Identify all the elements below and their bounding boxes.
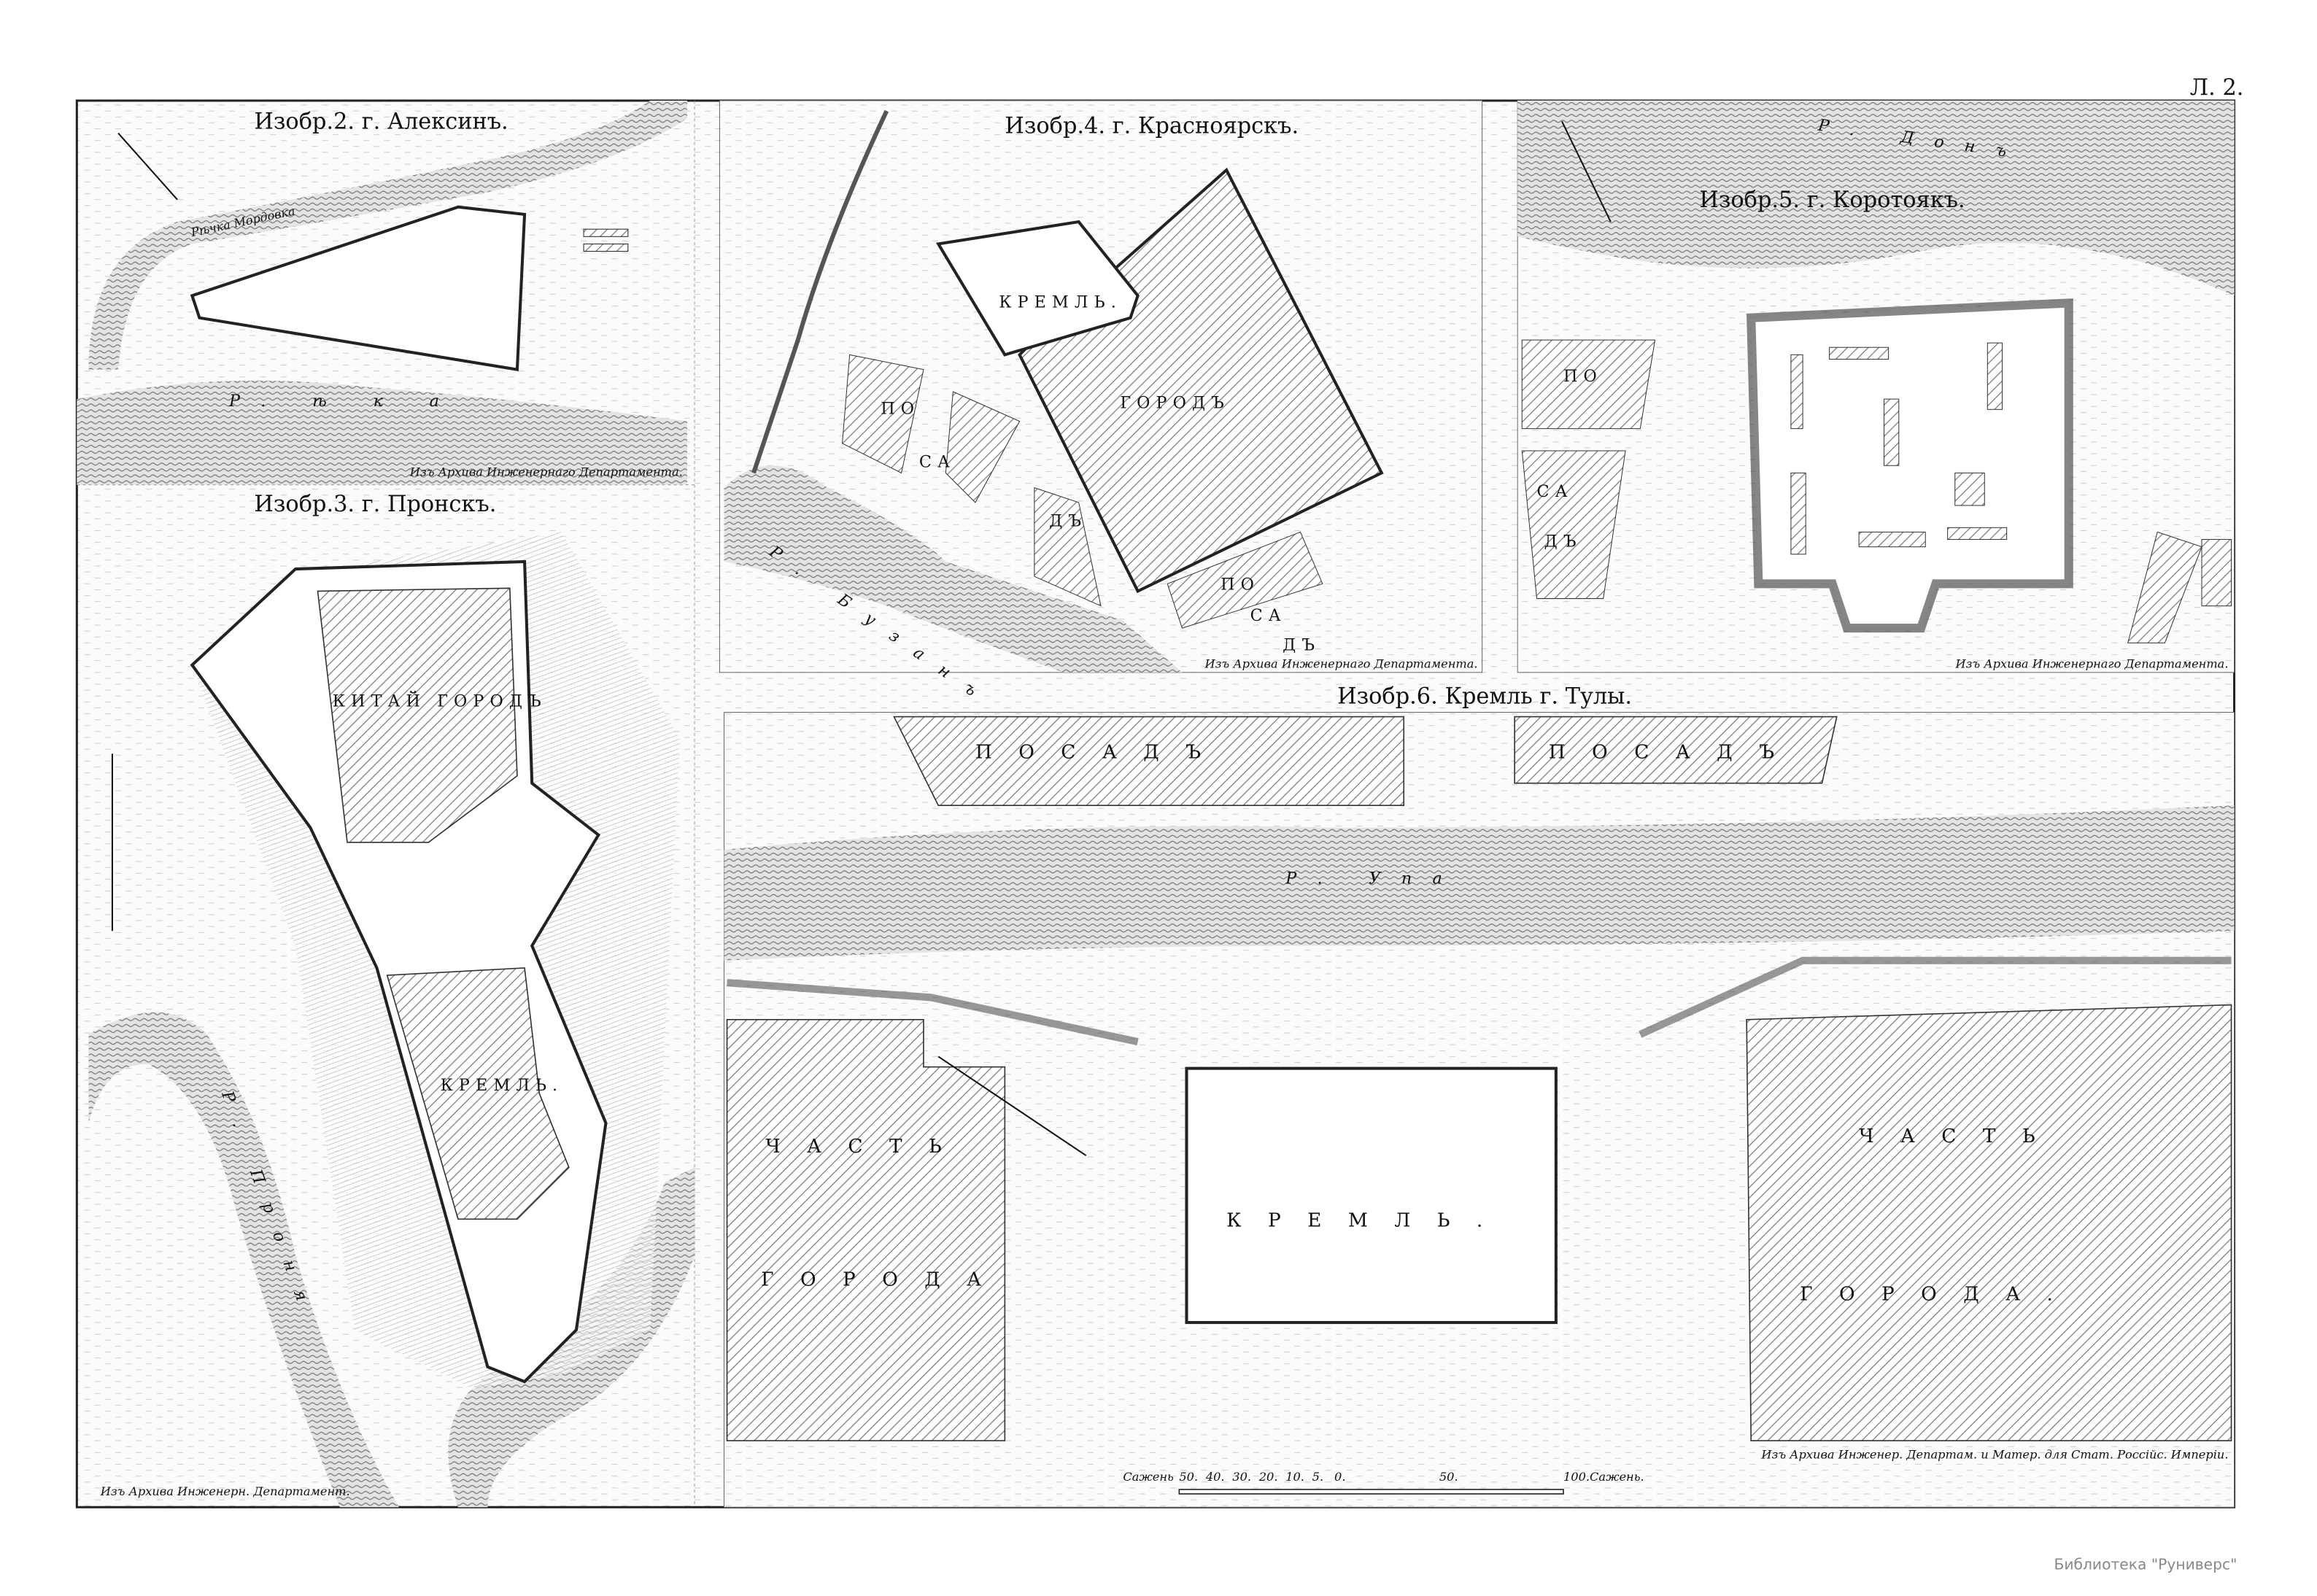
pronsk-kremlin: [386, 967, 570, 1220]
river-pronya: [88, 1012, 695, 1508]
pronsk-kitai-gorod: [317, 587, 518, 843]
krasnoyarsk-source: Изъ Архива Инженернаго Департамента.: [1204, 657, 1477, 671]
krasnoyarsk-posad1-line: ПО: [881, 399, 920, 418]
tula-part-left-line: ГОРОДА: [761, 1268, 1007, 1290]
stream-mordovka: [88, 100, 687, 370]
korotoyak-posad-line: ПО: [1563, 367, 1603, 386]
scale-tick-label: 40.: [1205, 1470, 1225, 1484]
scale-left-label: Сажень: [1123, 1470, 1174, 1484]
river-oka: [77, 380, 687, 485]
krasnoyarsk-posad2-line: ДЪ: [1283, 635, 1320, 654]
library-watermark: Библиотека "Руниверс": [2054, 1555, 2237, 1573]
alexin-fortress: [190, 205, 527, 371]
river-don: [1517, 100, 2235, 296]
tula-part-left: [726, 1019, 1006, 1441]
river-buzan: [724, 465, 1183, 673]
scale-tick-label: 50.: [1179, 1470, 1198, 1484]
krasnoyarsk-posad2-line: СА: [1250, 606, 1287, 625]
scale-bar: Сажень 50. 40. 30. 20. 10. 5. 0. 50. 100…: [1123, 1470, 1644, 1495]
panel-krasnoyarsk: Изобр.4. г. Красноярскъ. КРЕМЛЬ. ГОРОДЪ …: [719, 100, 1483, 712]
scale-tick-label: 30.: [1232, 1470, 1251, 1484]
tula-part-right: [1746, 1004, 2232, 1441]
plate-number: Л. 2.: [2190, 75, 2244, 101]
krasnoyarsk-posad1-line: СА: [919, 452, 956, 471]
scale-tick-label: 10.: [1285, 1470, 1304, 1484]
krasnoyarsk-kremlin: [935, 220, 1140, 357]
korotoyak-posad-line: СА: [1537, 482, 1574, 501]
korotoyak-fortress: [1746, 298, 2073, 633]
tula-kremlin: [1185, 1066, 1558, 1325]
korotoyak-source: Изъ Архива Инженернаго Департамента.: [1954, 657, 2228, 671]
scale-tick-label: 50.: [1439, 1470, 1458, 1484]
panel-alexin: Изобр.2. г. Алексинъ. Рѣчка Мордовка Р. …: [77, 100, 695, 486]
pronsk-title: Изобр.3. г. Пронскъ.: [254, 492, 496, 517]
tula-source: Изъ Архива Инженер. Департам. и Матер. д…: [1760, 1447, 2228, 1461]
scale-tick-label: 0.: [1334, 1470, 1345, 1484]
tula-part-right-line: ГОРОДА.: [1800, 1284, 2079, 1306]
krasnoyarsk-posad1-line: ДЪ: [1049, 511, 1087, 530]
tula-posad-right-label: ПОСАДЪ: [1549, 741, 1801, 763]
tula-title: Изобр.6. Кремль г. Тулы.: [1337, 683, 1632, 709]
scale-tick-label: 20.: [1258, 1470, 1278, 1484]
krasnoyarsk-title: Изобр.4. г. Красноярскъ.: [1005, 114, 1299, 139]
alexin-title: Изобр.2. г. Алексинъ.: [254, 109, 508, 134]
tula-part-left-line: ЧАСТЬ: [765, 1136, 968, 1158]
tula-posad-left: [893, 716, 1405, 806]
korotoyak-title: Изобр.5. г. Коротоякъ.: [1699, 187, 1965, 213]
panel-pronsk: Изобр.3. г. Пронскъ. КИТАЙ ГОРОДЪ КРЕМЛЬ…: [88, 100, 695, 1508]
alexin-river-label: Р. ѣ к а: [228, 392, 460, 411]
tula-part-right-line: ЧАСТЬ: [1859, 1126, 2062, 1147]
tula-posad-left-label: ПОСАДЪ: [975, 741, 1228, 763]
tula-kremlin-label: КРЕМЛЬ.: [1226, 1209, 1509, 1231]
scale-right-label: 100.Сажень.: [1563, 1470, 1644, 1484]
krasnoyarsk-city-label: ГОРОДЪ: [1120, 393, 1230, 412]
pronsk-kremlin-label: КРЕМЛЬ.: [441, 1076, 564, 1095]
krasnoyarsk-kremlin-label: КРЕМЛЬ.: [999, 293, 1122, 312]
panel-tula: ПОСАДЪ ПОСАДЪ Р. Упа КРЕМЛЬ. ЧАСТЬ ГОРОД…: [723, 712, 2235, 1508]
river-upa: [724, 805, 2235, 961]
pronsk-kitai-label: КИТАЙ ГОРОДЪ: [333, 690, 547, 710]
korotoyak-posad-line: ДЪ: [1544, 532, 1582, 551]
alexin-source: Изъ Архива Инженернаго Департамента.: [409, 465, 683, 479]
tula-river-label: Р. Упа: [1285, 869, 1463, 888]
scale-tick-label: 5.: [1312, 1470, 1323, 1484]
krasnoyarsk-posad2-line: ПО: [1221, 575, 1260, 594]
tula-posad-right: [1514, 716, 1838, 784]
panel-korotoyak: Р. Донъ Изобр.5. г. Коротоякъ. ПО СА ДЪ …: [1517, 100, 2235, 673]
pronsk-source: Изъ Архива Инженерн. Департамент.: [100, 1484, 350, 1498]
